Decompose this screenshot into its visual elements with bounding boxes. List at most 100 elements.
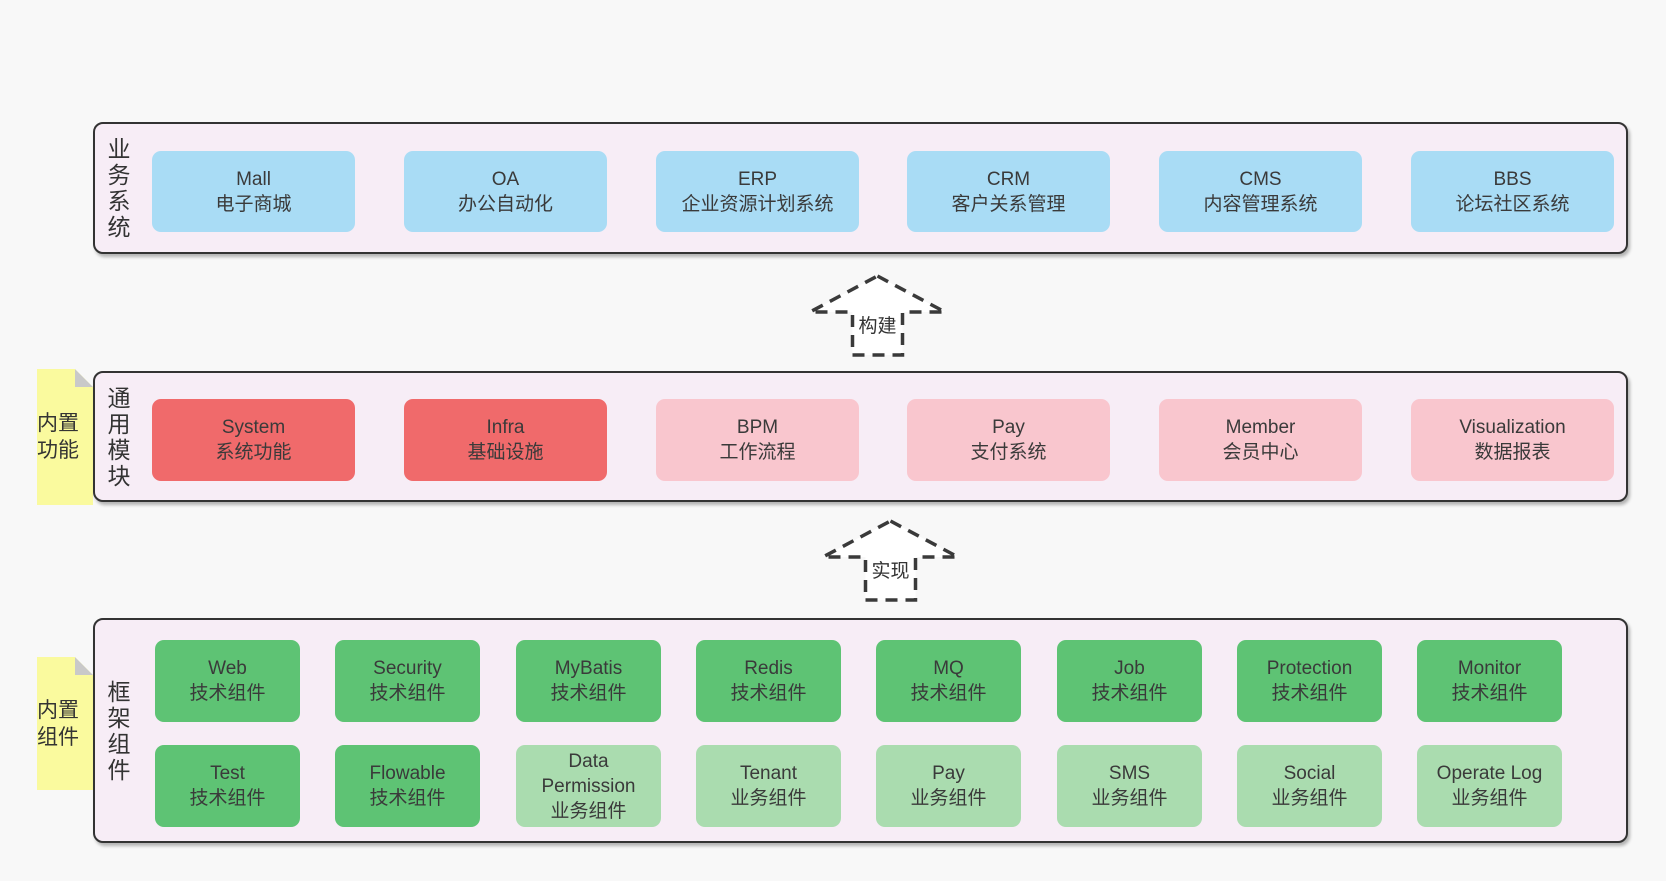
box-subtitle: 论坛社区系统 [1455,193,1570,215]
box-subtitle: 系统功能 [215,442,292,463]
business-systems-panel: 业务系统 Mall 电子商城 OA 办公自动化 ERP 企业资源计划系统 CRM 客户关系管理… [93,122,1628,254]
box-subtitle: 内容管理系统 [1203,193,1318,215]
box-title: Job [1114,658,1145,679]
box-subtitle: 技术组件 [550,683,627,704]
box-subtitle: 电子商城 [215,193,292,215]
box-cms: CMS 内容管理系统 [1159,151,1362,232]
box-tenant: Tenant 业务组件 [696,745,841,827]
implement-arrow: 实现 [820,518,961,603]
box-data-permission: Data Permission 业务组件 [516,745,661,827]
box-subtitle: 业务组件 [550,800,627,822]
box-subtitle: 技术组件 [369,683,446,704]
builtin-components-sticky-label: 内置组件 [37,698,79,749]
box-title: CRM [986,168,1031,190]
box-title: Flowable [369,763,446,784]
build-arrow-label: 构建 [855,310,900,339]
box-subtitle: 支付系统 [970,442,1047,463]
box-web: Web 技术组件 [155,640,300,722]
box-subtitle: 技术组件 [1271,683,1348,704]
box-infra: Infra 基础设施 [404,399,607,481]
box-subtitle: 工作流程 [719,442,796,463]
builtin-features-sticky-label: 内置功能 [37,412,79,462]
box-pay: Pay 业务组件 [876,745,1021,827]
builtin-components-sticky: 内置组件 [37,657,93,790]
box-security: Security 技术组件 [335,640,480,722]
box-title: BPM [736,417,779,438]
box-title: Social [1283,763,1336,784]
box-subtitle: 客户关系管理 [951,193,1066,215]
box-subtitle: 技术组件 [369,788,446,809]
box-subtitle: 业务组件 [910,788,987,809]
box-subtitle: 技术组件 [189,683,266,704]
box-protection: Protection 技术组件 [1237,640,1382,722]
box-subtitle: 企业资源计划系统 [681,193,834,215]
box-subtitle: 办公自动化 [457,193,553,215]
box-subtitle: 数据报表 [1474,442,1551,463]
box-title: Redis [744,658,793,679]
box-mq: MQ 技术组件 [876,640,1021,722]
box-job: Job 技术组件 [1057,640,1202,722]
box-title: Member [1225,417,1296,438]
box-title: Protection [1266,658,1353,679]
box-member: Member 会员中心 [1159,399,1362,481]
box-oa: OA 办公自动化 [404,151,607,232]
box-operate-log: Operate Log 业务组件 [1417,745,1562,827]
box-mybatis: MyBatis 技术组件 [516,640,661,722]
box-redis: Redis 技术组件 [696,640,841,722]
box-subtitle: 业务组件 [1271,788,1348,809]
box-title: Web [208,658,247,679]
box-subtitle: 基础设施 [467,442,544,463]
box-subtitle: 业务组件 [730,788,807,809]
box-flowable: Flowable 技术组件 [335,745,480,827]
box-subtitle: 会员中心 [1222,442,1299,463]
box-title: Pay [932,763,965,784]
box-title: Data Permission [541,750,636,797]
box-title: MyBatis [554,658,623,679]
box-pay: Pay 支付系统 [907,399,1110,481]
box-subtitle: 技术组件 [910,683,987,704]
box-title: Monitor [1457,658,1522,679]
framework-components-label: 框架组件 [107,678,131,783]
box-mall: Mall 电子商城 [152,151,355,232]
box-crm: CRM 客户关系管理 [907,151,1110,232]
implement-arrow-label: 实现 [868,555,913,584]
box-subtitle: 技术组件 [1091,683,1168,704]
box-title: OA [491,168,520,190]
common-modules-label: 通用模块 [107,384,131,489]
box-title: ERP [737,168,778,190]
builtin-features-sticky: 内置功能 [37,369,93,505]
box-title: MQ [933,658,964,679]
box-title: Visualization [1459,417,1566,438]
business-systems-label: 业务系统 [107,136,131,240]
folded-corner-icon [75,657,93,675]
box-subtitle: 技术组件 [1451,683,1528,704]
box-title: Operate Log [1436,763,1543,784]
box-title: Mall [236,168,271,190]
box-system: System 系统功能 [152,399,355,481]
box-bbs: BBS 论坛社区系统 [1411,151,1614,232]
box-title: SMS [1108,763,1151,784]
box-monitor: Monitor 技术组件 [1417,640,1562,722]
folded-corner-icon [75,369,93,387]
box-title: CMS [1239,168,1282,190]
box-sms: SMS 业务组件 [1057,745,1202,827]
box-subtitle: 业务组件 [1451,788,1528,809]
box-erp: ERP 企业资源计划系统 [656,151,859,232]
box-bpm: BPM 工作流程 [656,399,859,481]
build-arrow: 构建 [807,273,948,358]
box-social: Social 业务组件 [1237,745,1382,827]
box-title: Security [373,658,442,679]
box-title: Test [210,763,245,784]
box-visualization: Visualization 数据报表 [1411,399,1614,481]
box-title: Infra [486,417,525,438]
box-subtitle: 技术组件 [730,683,807,704]
box-title: Pay [992,417,1025,438]
box-title: System [221,417,286,438]
box-title: BBS [1493,168,1532,190]
box-test: Test 技术组件 [155,745,300,827]
common-modules-panel: 通用模块 System 系统功能 Infra 基础设施 BPM 工作流程 Pay 支付系统 Me… [93,371,1628,502]
box-subtitle: 技术组件 [189,788,266,809]
box-title: Tenant [739,763,798,784]
box-subtitle: 业务组件 [1091,788,1168,809]
